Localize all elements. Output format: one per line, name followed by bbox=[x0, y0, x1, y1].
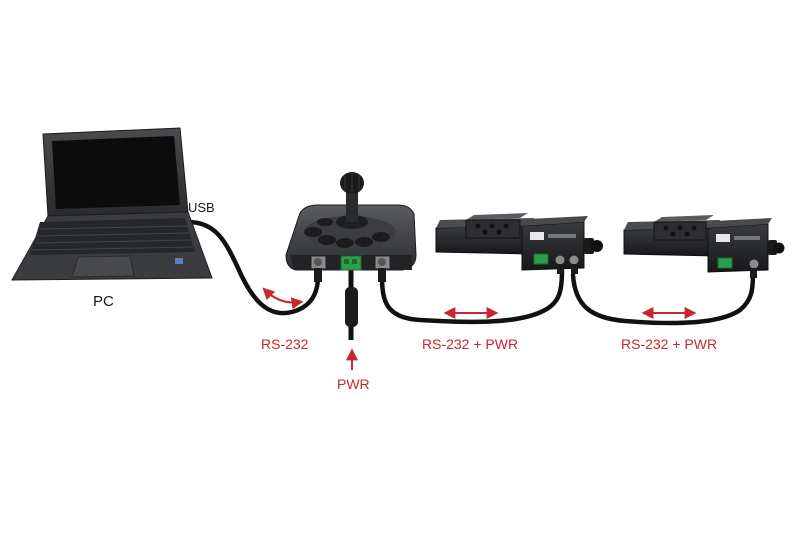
power-label: PWR bbox=[337, 376, 370, 392]
linear-stage-icon bbox=[623, 215, 785, 278]
rs232-pwr-label-1: RS-232 + PWR bbox=[422, 336, 519, 352]
usb-link-arrow bbox=[262, 287, 304, 310]
joystick-controller-icon bbox=[285, 172, 417, 327]
usb-cable bbox=[185, 219, 321, 316]
linear-stage-icon bbox=[435, 213, 603, 274]
stage-2-cable bbox=[570, 269, 756, 326]
rs232-pwr-label-2: RS-232 + PWR bbox=[621, 336, 718, 352]
stage-1-cable bbox=[379, 267, 565, 325]
arrows bbox=[262, 287, 697, 370]
cables bbox=[185, 219, 756, 340]
rs232-label: RS-232 bbox=[261, 336, 309, 352]
usb-label: USB bbox=[188, 200, 215, 215]
laptop-icon bbox=[11, 127, 213, 281]
pc-label: PC bbox=[93, 293, 114, 310]
